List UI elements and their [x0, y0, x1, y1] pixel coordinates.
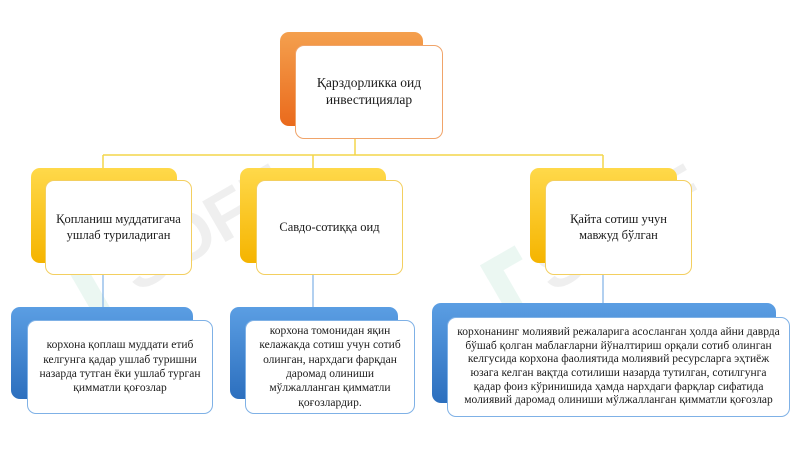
description-node-text: корхонанинг молиявий режаларига асосланг…: [457, 326, 780, 407]
description-node-available-for-sale: корхонанинг молиявий режаларига асосланг…: [447, 317, 790, 417]
category-node-available-for-sale: Қайта сотиш учун мавжуд бўлган: [545, 180, 692, 275]
description-node-held-to-maturity: корхона қоплаш муддати етиб келгунга қад…: [27, 320, 213, 414]
category-node-trading: Савдо-сотиққа оид: [256, 180, 403, 275]
description-node-text: корхона томонидан яқин келажакда сотиш у…: [259, 324, 401, 409]
category-node-label: Қопланиш муддатигача ушлаб туриладиган: [56, 211, 181, 242]
category-node-label: Қайта сотиш учун мавжуд бўлган: [570, 211, 667, 242]
root-node-label: Қарздорликка оид инвестициялар: [316, 75, 422, 107]
root-node: Қарздорликка оид инвестициялар: [295, 45, 443, 139]
category-node-label: Савдо-сотиққа оид: [279, 219, 380, 234]
description-node-text: корхона қоплаш муддати етиб келгунга қад…: [39, 339, 201, 395]
category-node-held-to-maturity: Қопланиш муддатигача ушлаб туриладиган: [45, 180, 192, 275]
description-node-trading: корхона томонидан яқин келажакда сотиш у…: [245, 320, 415, 414]
